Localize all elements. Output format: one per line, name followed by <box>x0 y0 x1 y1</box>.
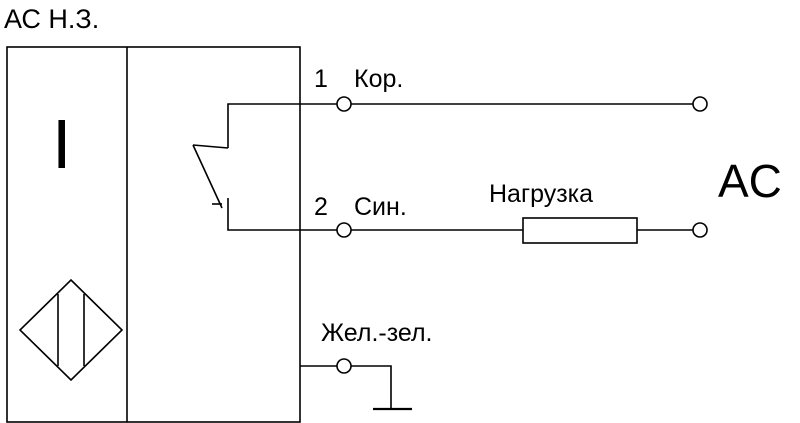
terminal-1-wire <box>336 96 708 112</box>
terminal-1-connector <box>336 96 352 112</box>
terminal-2-number: 2 <box>314 193 328 221</box>
terminal-3-connector <box>336 358 352 374</box>
terminal-2-connector <box>336 222 352 238</box>
load-label: Нагрузка <box>489 180 593 208</box>
supply-label: AC <box>718 155 782 207</box>
terminal-3-name: Жел.-зел. <box>321 319 433 347</box>
supply-terminal-bottom <box>692 222 708 238</box>
ground-wire <box>300 358 412 411</box>
inductive-sensor-icon <box>18 278 124 382</box>
resistor-icon <box>522 217 638 244</box>
diagram-title: АС Н.З. <box>4 4 99 34</box>
sensor-housing <box>6 46 301 423</box>
terminal-1-number: 1 <box>314 65 328 93</box>
supply-terminal-top <box>692 96 708 112</box>
sensor-type-label: I <box>52 105 71 183</box>
terminal-1-name: Кор. <box>354 65 403 93</box>
terminal-2-wire <box>336 217 708 244</box>
terminal-2-name: Син. <box>354 193 407 221</box>
normally-closed-contact-icon <box>192 103 338 231</box>
